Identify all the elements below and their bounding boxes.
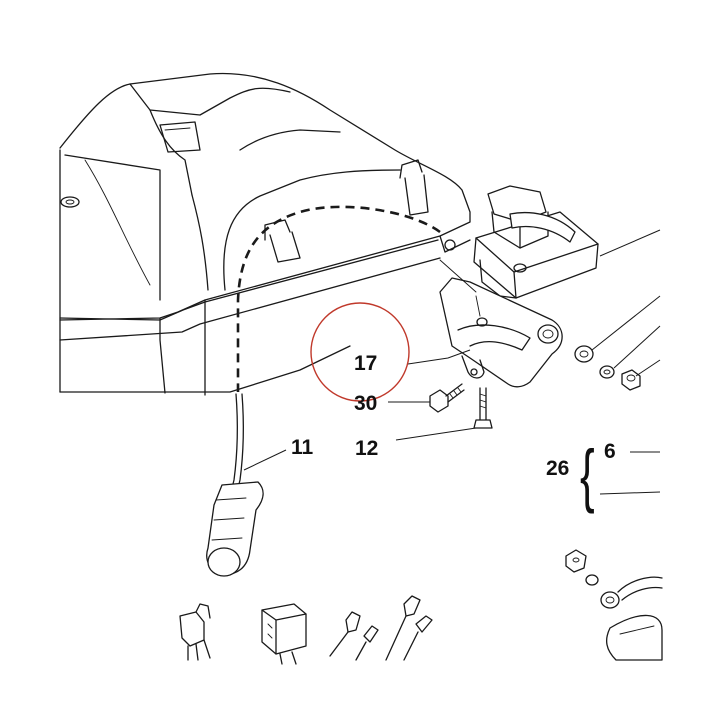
connector-plug-small bbox=[179, 603, 211, 661]
callout-12: 12 bbox=[355, 437, 378, 460]
washers-and-nuts bbox=[574, 345, 641, 391]
sensor-assembly bbox=[565, 549, 663, 661]
bolt-12 bbox=[473, 387, 493, 429]
screw-30 bbox=[429, 383, 465, 413]
spark-plug-cable bbox=[206, 393, 264, 577]
leader-lines bbox=[243, 229, 661, 495]
callout-6: 6 bbox=[604, 440, 616, 463]
connector-block bbox=[261, 603, 307, 665]
highlight-circle bbox=[310, 302, 410, 402]
callout-17: 17 bbox=[354, 352, 377, 375]
group-brace: { bbox=[580, 437, 595, 515]
wire-terminals bbox=[329, 595, 433, 661]
cable-route-dashed bbox=[236, 205, 441, 392]
coil-bracket bbox=[439, 259, 563, 388]
callout-30: 30 bbox=[354, 392, 377, 415]
engine-cover bbox=[59, 72, 471, 396]
ignition-coil bbox=[473, 185, 599, 299]
callout-26: 26 bbox=[546, 457, 569, 480]
callout-11: 11 bbox=[291, 436, 314, 459]
